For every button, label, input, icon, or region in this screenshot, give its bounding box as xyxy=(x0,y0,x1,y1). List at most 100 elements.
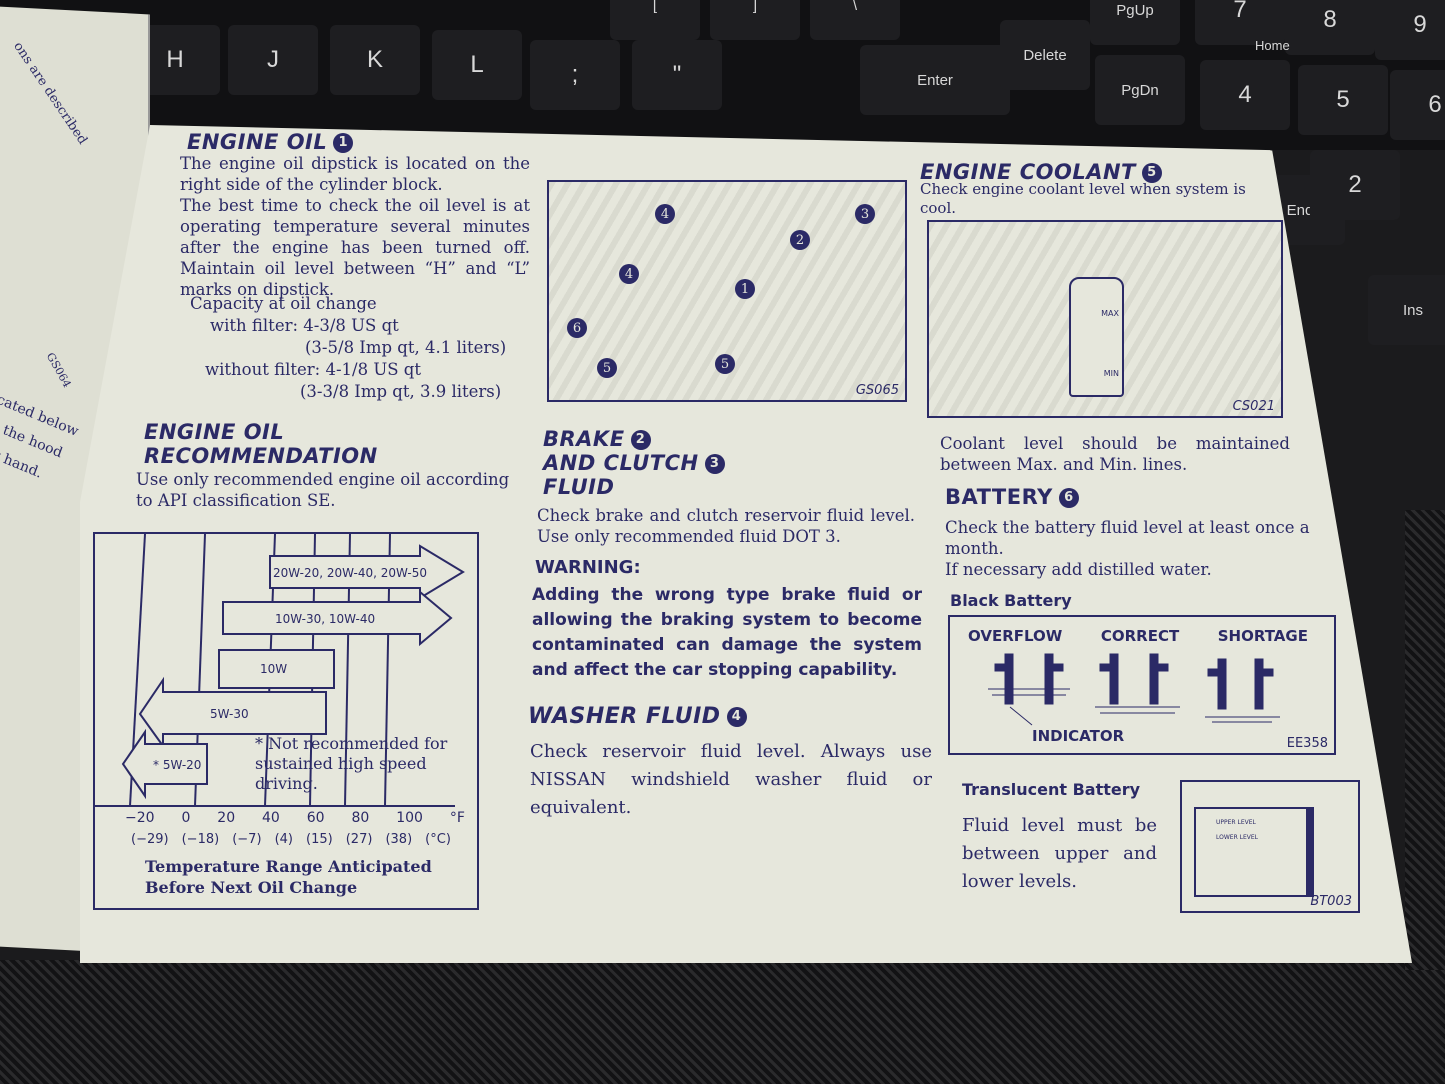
callout-3-icon: 3 xyxy=(704,454,725,474)
tick-f: 0 xyxy=(181,810,191,826)
battery-text: Check the battery fluid level at least o… xyxy=(945,518,1310,579)
tick-c: (38) xyxy=(385,832,413,847)
indicator-icons xyxy=(988,653,1280,726)
without-filter: without filter: 4-1/8 US qt xyxy=(205,360,421,379)
callout-4-icon: 4 xyxy=(619,264,639,284)
tick-c: (−18) xyxy=(181,832,220,847)
oil-recommendation-heading: ENGINE OIL RECOMMENDATION xyxy=(144,420,378,468)
key-7: 7 xyxy=(1195,0,1285,45)
callout-1-icon: 1 xyxy=(333,133,354,153)
figure-code: CS021 xyxy=(1232,399,1275,414)
callout-6-icon: 6 xyxy=(1058,488,1079,508)
tick-f: 80 xyxy=(351,810,370,826)
battery-body: UPPER LEVEL LOWER LEVEL xyxy=(1194,807,1314,897)
tick-c: (27) xyxy=(345,832,373,847)
fahrenheit-axis: −20 0 20 40 60 80 100 °F xyxy=(125,810,465,826)
with-filter: with filter: 4-3/8 US qt xyxy=(210,316,399,335)
key-quote: " xyxy=(632,40,722,110)
tick-c: (°C) xyxy=(425,832,451,847)
key-4: 4 xyxy=(1200,60,1290,130)
lower-level-label: LOWER LEVEL xyxy=(1216,834,1259,841)
grade-5w20: * 5W-20 xyxy=(153,758,201,772)
callout-5-icon: 5 xyxy=(1141,163,1162,183)
key-bracket-right: ] xyxy=(710,0,800,40)
key-ins: Ins xyxy=(1368,275,1445,345)
tick-c: (−29) xyxy=(131,832,169,847)
tick-c: (−7) xyxy=(232,832,262,847)
key-6: 6 xyxy=(1390,70,1445,140)
callout-5-icon: 5 xyxy=(715,354,735,374)
mesh-surface-right xyxy=(1405,510,1445,970)
tick-f: 40 xyxy=(262,810,280,826)
key-k: K xyxy=(330,25,420,95)
tick-f: −20 xyxy=(125,810,155,826)
tick-c: (4) xyxy=(274,832,293,847)
grade-10w: 10W xyxy=(260,662,287,676)
callout-3-icon: 3 xyxy=(855,204,875,224)
callout-4-icon: 4 xyxy=(655,204,675,224)
translucent-battery-title: Translucent Battery xyxy=(962,780,1141,799)
key-enter: Enter xyxy=(860,45,1010,115)
tick-f: °F xyxy=(449,810,465,826)
callout-4-icon: 4 xyxy=(726,707,747,727)
key-2: 2 xyxy=(1310,150,1400,220)
capacity-label: Capacity at oil change xyxy=(190,294,377,313)
chart-caption: Temperature Range Anticipated Before Nex… xyxy=(145,857,432,897)
with-filter-metric: (3-5/8 Imp qt, 4.1 liters) xyxy=(305,338,507,357)
callout-1-icon: 1 xyxy=(735,279,755,299)
key-pgdn: PgDn xyxy=(1095,55,1185,125)
coolant-reservoir-figure: MAX MIN CS021 xyxy=(927,220,1283,418)
tick-f: 20 xyxy=(217,810,236,826)
upper-level-label: UPPER LEVEL xyxy=(1216,819,1256,826)
reservoir-tank: MAX MIN xyxy=(1069,277,1124,397)
warning-label: WARNING: xyxy=(535,557,641,578)
indicator-label: INDICATOR xyxy=(1032,727,1125,745)
key-home: Home xyxy=(1255,38,1290,53)
state-correct: CORRECT xyxy=(1100,627,1180,645)
oil-viscosity-chart: 20W-20, 20W-40, 20W-50 10W-30, 10W-40 10… xyxy=(93,532,479,910)
warning-text: Adding the wrong type brake fluid or all… xyxy=(532,585,922,680)
viscosity-chart-graphic: 20W-20, 20W-40, 20W-50 10W-30, 10W-40 10… xyxy=(95,534,465,807)
without-filter-metric: (3-3/8 Imp qt, 3.9 liters) xyxy=(300,382,502,401)
chart-footnote: * Not recommended for sustained high spe… xyxy=(255,734,448,793)
callout-2-icon: 2 xyxy=(790,230,810,250)
state-shortage: SHORTAGE xyxy=(1217,627,1308,645)
black-battery-title: Black Battery xyxy=(950,591,1072,610)
celsius-axis: (−29) (−18) (−7) (4) (15) (27) (38) (°C) xyxy=(131,832,451,847)
mesh-surface xyxy=(0,960,1445,1084)
key-pgup: PgUp xyxy=(1090,0,1180,45)
key-5: 5 xyxy=(1298,65,1388,135)
figure-code: EE358 xyxy=(1286,736,1328,751)
key-semicolon: ; xyxy=(530,40,620,110)
callout-5-icon: 5 xyxy=(597,358,617,378)
coolant-text: Check engine coolant level when system i… xyxy=(920,180,1246,217)
oil-recommendation-text: Use only recommended engine oil accordin… xyxy=(136,470,510,510)
engine-compartment-figure: 4 3 2 1 4 6 5 5 GS065 xyxy=(547,180,907,402)
max-label: MAX xyxy=(1101,309,1119,318)
engine-oil-text: The engine oil dipstick is located on th… xyxy=(180,154,530,299)
key-j: J xyxy=(228,25,318,95)
key-l: L xyxy=(432,30,522,100)
key-delete: Delete xyxy=(1000,20,1090,90)
translucent-battery-text: Fluid level must be between upper and lo… xyxy=(962,815,1157,892)
washer-text: Check reservoir fluid level. Always use … xyxy=(530,741,932,818)
grade-10w30: 10W-30, 10W-40 xyxy=(275,612,375,626)
tick-c: (15) xyxy=(306,832,333,847)
grade-20w: 20W-20, 20W-40, 20W-50 xyxy=(273,566,427,580)
key-backslash: \ xyxy=(810,0,900,40)
tick-f: 60 xyxy=(306,810,325,826)
brake-text: Check brake and clutch reservoir fluid l… xyxy=(537,506,915,546)
key-9: 9 xyxy=(1375,0,1445,60)
figure-code: BT003 xyxy=(1310,894,1352,909)
tick-f: 100 xyxy=(396,810,423,826)
left-page-text: ons are described xyxy=(10,39,90,148)
callout-6-icon: 6 xyxy=(567,318,587,338)
